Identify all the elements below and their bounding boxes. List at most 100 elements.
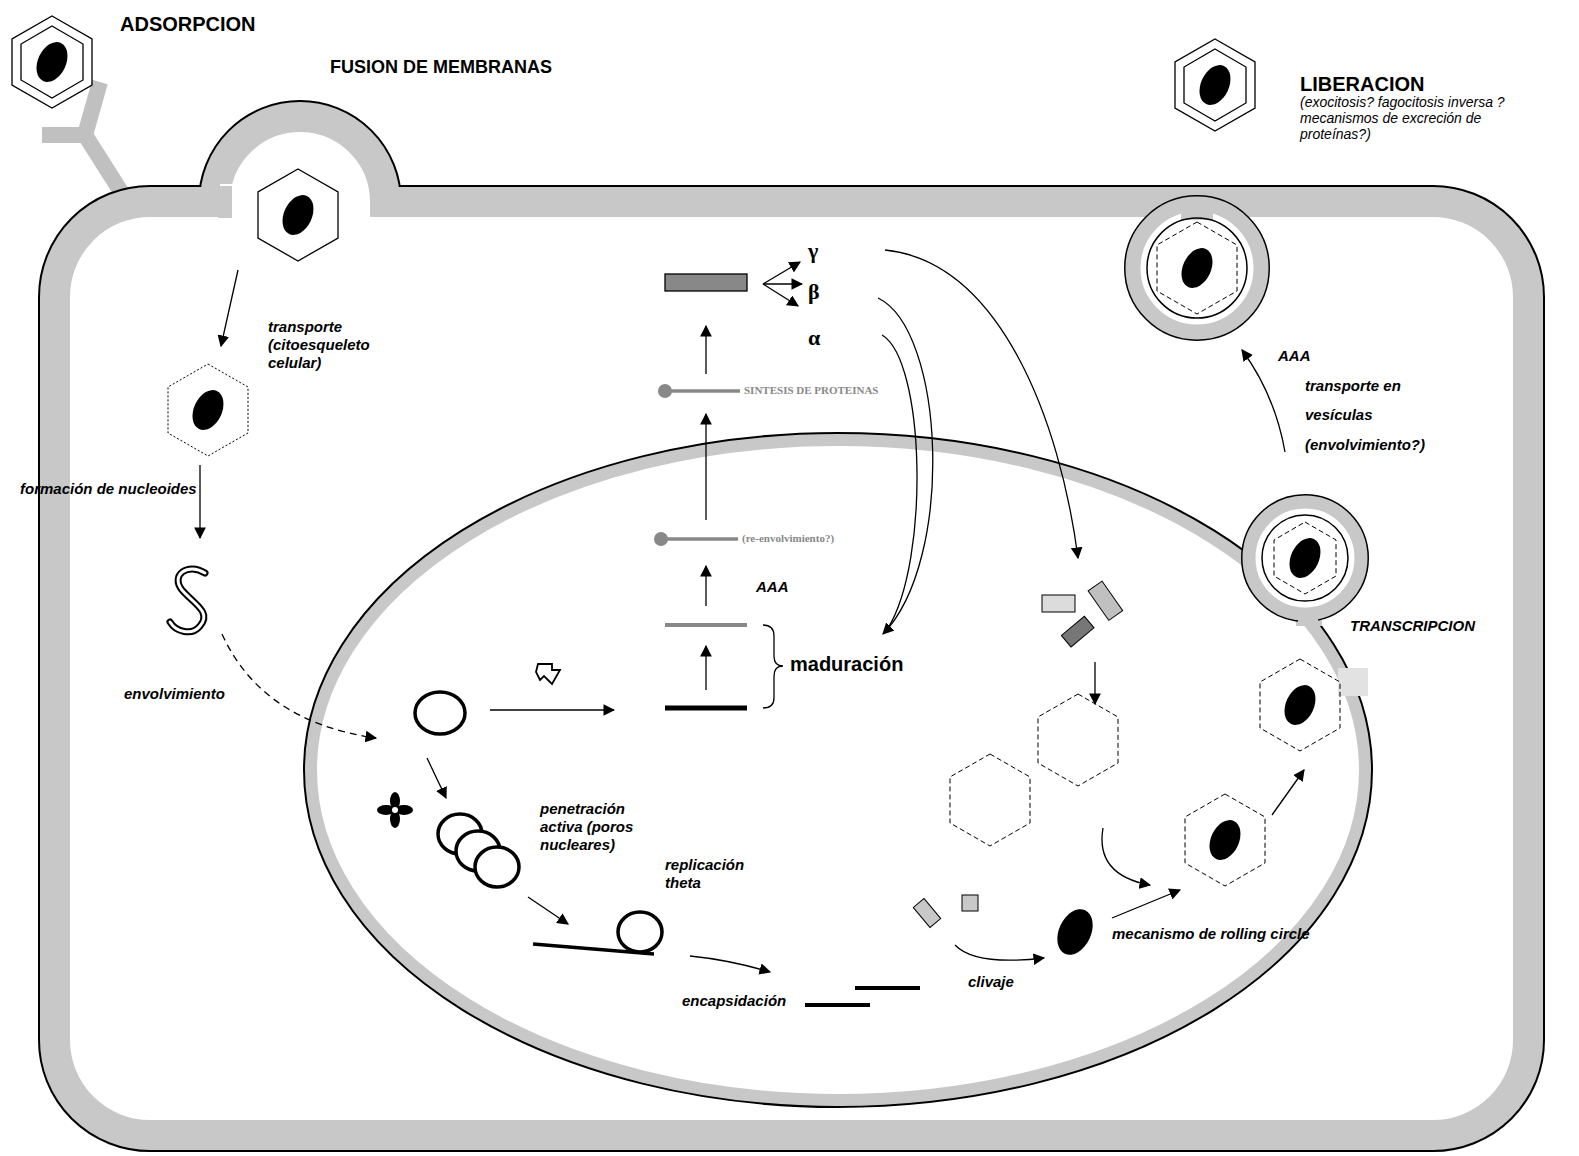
viral-core — [30, 37, 73, 87]
arrow — [1094, 662, 1095, 704]
protein — [913, 899, 940, 928]
nucleoid — [1050, 903, 1099, 960]
label: mecanismo de rolling circle — [1112, 925, 1310, 943]
arrow — [1102, 828, 1150, 885]
arrow — [885, 250, 1078, 558]
vesicle-inner — [1147, 218, 1247, 318]
polyprotein — [665, 274, 747, 291]
enzyme-icon — [377, 792, 413, 828]
label: TRANSCRIPCION — [1350, 617, 1475, 635]
empty-capsid — [1038, 694, 1118, 786]
label: transporte en — [1305, 377, 1401, 395]
ssdna — [533, 944, 654, 954]
label: encapsidación — [682, 992, 786, 1010]
viral-core — [1193, 60, 1236, 110]
viral-core — [1203, 815, 1246, 865]
vesicle — [1133, 204, 1261, 332]
label: envolvimiento — [124, 685, 216, 703]
label: maduración — [790, 652, 903, 676]
rolling-circle — [618, 912, 662, 952]
label: β — [808, 279, 820, 305]
arrow — [427, 758, 446, 798]
protein — [962, 895, 978, 911]
mrna — [665, 389, 740, 393]
viral-core — [276, 190, 319, 240]
capsid — [1260, 659, 1340, 751]
label: AAA — [1278, 347, 1311, 365]
enzyme-icon — [536, 664, 560, 684]
pre-mrna — [665, 623, 747, 627]
dashed-arrow — [222, 634, 376, 738]
arrow — [763, 262, 800, 284]
vesicle-neck — [1298, 608, 1318, 622]
capsid — [258, 169, 338, 261]
label: γ — [808, 238, 818, 264]
vesicle-neck — [1181, 200, 1213, 220]
receptor — [42, 135, 125, 198]
mrna — [661, 537, 738, 541]
label: (re-envolvimiento?) — [742, 532, 834, 545]
label: (envolvimiento?) — [1305, 436, 1425, 454]
label: LIBERACION — [1300, 72, 1424, 96]
label: clivaje — [968, 973, 1070, 991]
vesicle-inner — [1262, 515, 1348, 601]
protein — [1061, 616, 1094, 647]
circular-dna — [475, 847, 519, 887]
virion — [1184, 49, 1246, 121]
arrow — [221, 270, 238, 346]
petal-center — [392, 807, 398, 813]
membrane-fusion-gap — [218, 186, 232, 218]
arrow — [490, 709, 614, 710]
capsid — [168, 364, 248, 456]
nuclear-envelope — [311, 440, 1365, 1100]
arrow — [199, 465, 200, 538]
arrow — [528, 897, 568, 924]
dna-template — [665, 706, 747, 711]
label: ADSORPCION — [120, 12, 256, 36]
arrow — [705, 646, 706, 690]
bracket — [763, 625, 783, 708]
viral-core — [1278, 680, 1321, 730]
label: vesículas — [1305, 406, 1373, 424]
virion — [1175, 39, 1255, 131]
viral-core — [1175, 243, 1218, 293]
vesicle — [1133, 204, 1261, 332]
virion — [12, 16, 92, 108]
label: replicación theta — [665, 856, 757, 892]
envelope-gap — [1338, 668, 1368, 696]
label: formación de nucleoides — [20, 480, 197, 498]
vesicle — [1249, 502, 1361, 614]
arrow — [705, 414, 706, 520]
arrow-line — [882, 335, 917, 628]
arrow — [705, 566, 706, 606]
label: FUSION DE MEMBRANAS — [330, 57, 552, 79]
viral-genome — [170, 569, 205, 632]
protein — [1042, 595, 1075, 612]
label: penetración activa (poros nucleares) — [540, 800, 635, 854]
capsid — [1157, 222, 1237, 314]
arrow — [955, 945, 1044, 960]
genome-unit — [855, 986, 920, 990]
arrow — [1112, 890, 1180, 918]
viral-core — [186, 385, 229, 435]
vesicle — [1249, 502, 1361, 614]
capsid — [1274, 522, 1336, 594]
label: (exocitosis? fagocitosis inversa ? mecan… — [1300, 94, 1540, 142]
arrow — [763, 284, 798, 306]
virion — [21, 26, 83, 98]
label: SINTESIS DE PROTEINAS — [744, 384, 879, 397]
arrow — [1242, 350, 1285, 452]
empty-capsid — [950, 754, 1030, 846]
cell-membrane — [55, 117, 1528, 1135]
nuclear-envelope — [311, 440, 1365, 1100]
receptor — [85, 82, 100, 135]
label: transporte (citoesqueleto celular) — [268, 318, 386, 372]
arrow — [1272, 770, 1304, 815]
arrow — [690, 956, 770, 972]
capsid — [1185, 794, 1265, 886]
viral-genome — [170, 569, 205, 632]
cell-membrane — [55, 117, 1528, 1135]
genome-unit — [805, 1003, 870, 1007]
label: α — [808, 325, 820, 351]
